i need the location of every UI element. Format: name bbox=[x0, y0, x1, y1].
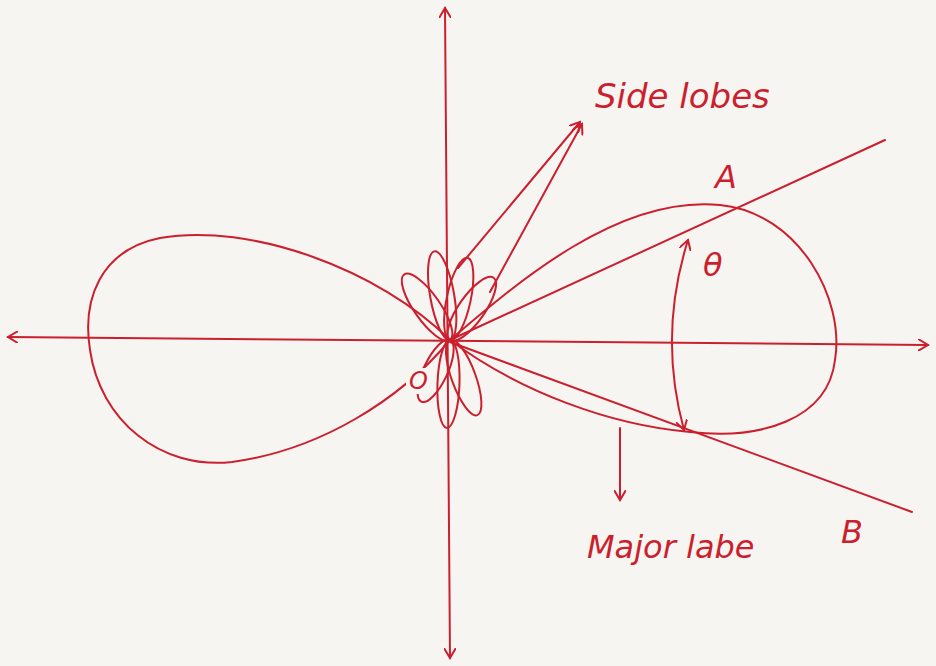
side-lobes bbox=[393, 249, 504, 428]
x-axis bbox=[8, 337, 928, 345]
annotation-label: B bbox=[838, 515, 866, 550]
annotation-label: O bbox=[406, 368, 431, 394]
leader-line bbox=[619, 428, 621, 500]
leader-line bbox=[458, 122, 580, 268]
half-power-line bbox=[450, 140, 885, 340]
major-lobe bbox=[450, 204, 836, 433]
leader-line bbox=[490, 124, 582, 292]
annotation-label: Side lobes bbox=[592, 78, 773, 115]
annotation-label: Major labe bbox=[584, 530, 758, 565]
annotation-label: A bbox=[712, 160, 740, 195]
half-power-line bbox=[450, 342, 912, 512]
beamwidth-arc bbox=[672, 240, 688, 430]
back-lobe bbox=[88, 235, 450, 463]
annotation-label: θ bbox=[700, 248, 726, 283]
